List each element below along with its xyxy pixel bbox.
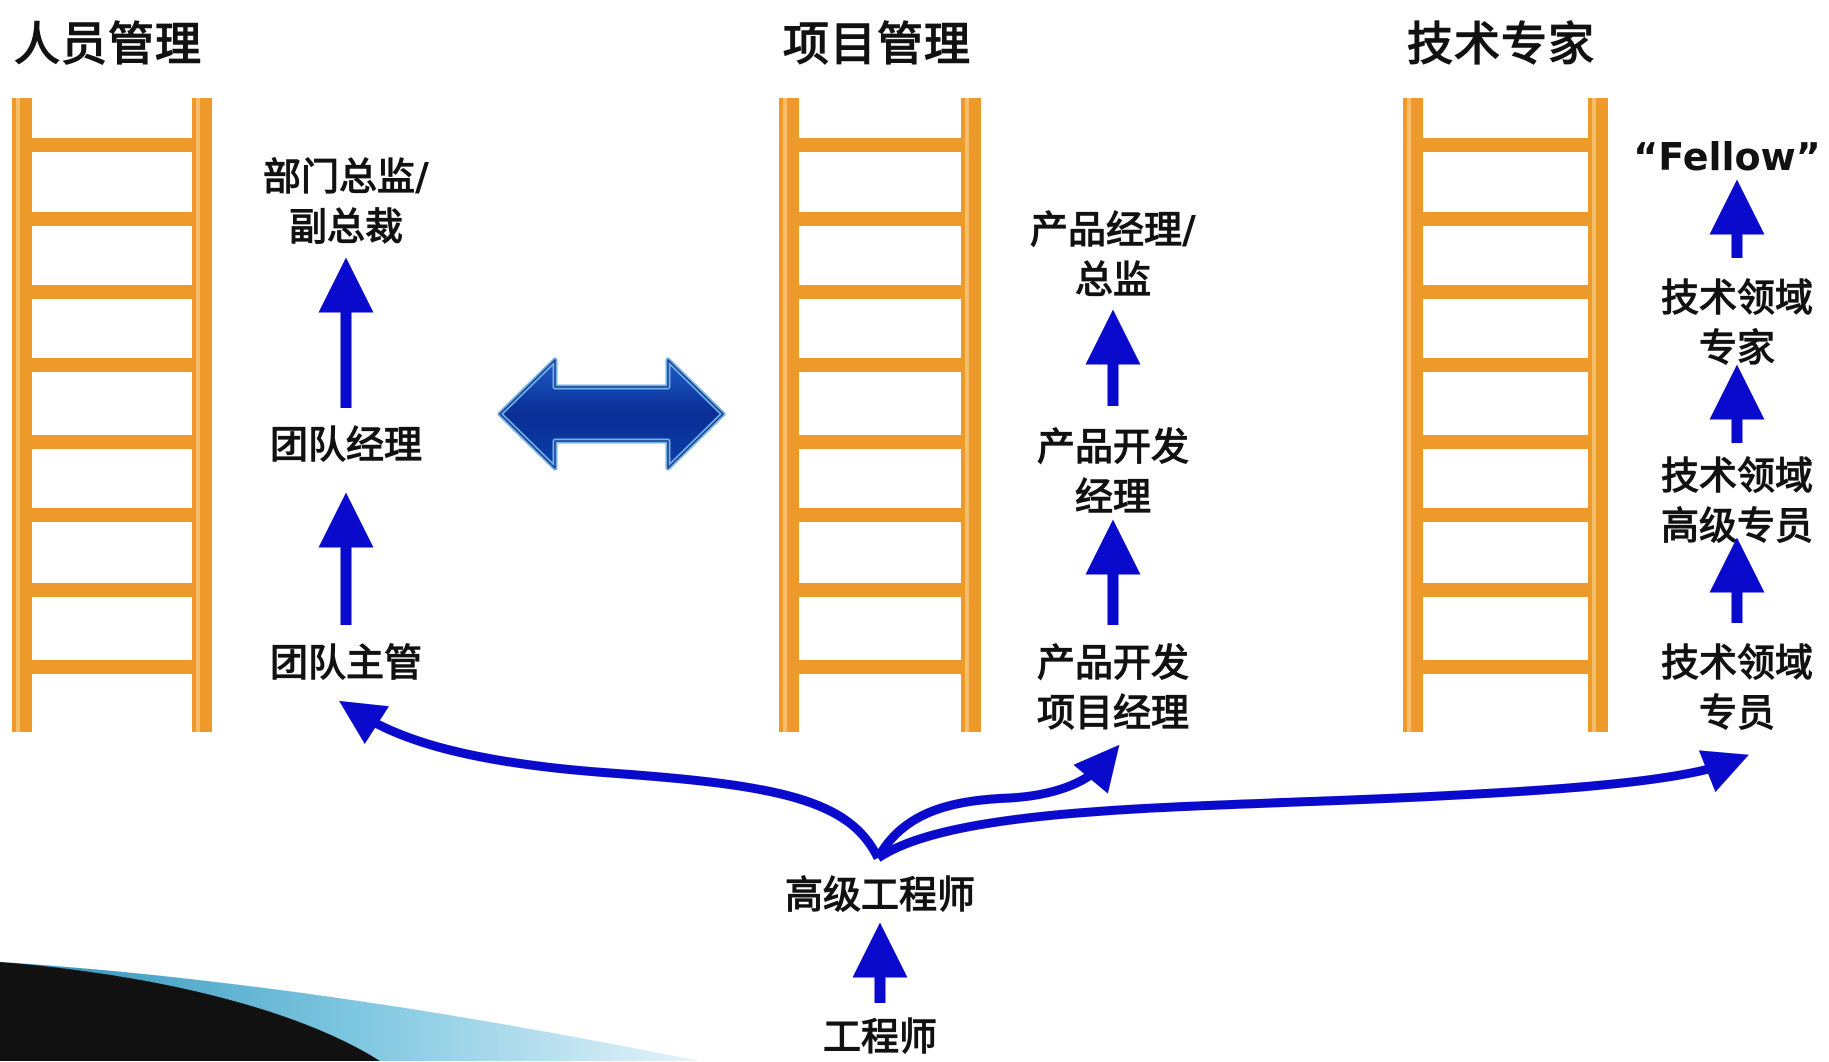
- ladder-rail-highlight: [965, 98, 969, 732]
- label-department-director: 部门总监/ 副总裁: [263, 155, 429, 249]
- title-project-management: 项目管理: [783, 17, 971, 71]
- label-product-manager-director: 产品经理/ 总监: [1030, 208, 1196, 302]
- ladder-rung: [1421, 583, 1590, 597]
- ladder-rung: [1421, 435, 1590, 449]
- ladder-rung: [1421, 358, 1590, 372]
- label-tech-specialist: 技术领域 专员: [1660, 641, 1813, 735]
- ladder-rung: [797, 358, 963, 372]
- ladder-rung: [30, 212, 194, 226]
- title-technical-expert: 技术专家: [1407, 17, 1595, 71]
- ladder-rail-highlight: [1407, 98, 1411, 732]
- ladder-rung: [30, 138, 194, 152]
- branch-arrow-to-project: [874, 744, 1120, 861]
- ladder-project: [779, 98, 981, 732]
- ladder-rung: [1421, 138, 1590, 152]
- ladder-rung: [1421, 508, 1590, 522]
- branch-arrow-to-people: [339, 700, 883, 860]
- ladder-rung: [797, 508, 963, 522]
- branch-arrow-to-tech: [875, 750, 1749, 862]
- label-senior-engineer: 高级工程师: [784, 873, 975, 917]
- ladder-rail-highlight: [16, 98, 20, 732]
- ladder-rung: [1421, 212, 1590, 226]
- ladder-rung: [797, 660, 963, 674]
- label-team-manager: 团队经理: [269, 423, 422, 467]
- ladder-rung: [1421, 285, 1590, 299]
- ladder-rung: [30, 660, 194, 674]
- double-arrow-icon: [497, 357, 726, 471]
- label-product-dev-project-manager: 产品开发 项目经理: [1036, 641, 1189, 735]
- ladder-rung: [797, 212, 963, 226]
- ladder-rung: [30, 358, 194, 372]
- ladder-tech: [1403, 98, 1608, 732]
- label-engineer: 工程师: [822, 1015, 937, 1059]
- ladder-rung: [797, 583, 963, 597]
- ladder-rail-highlight: [783, 98, 787, 732]
- ladder-rung: [797, 285, 963, 299]
- ladder-people: [12, 98, 212, 732]
- label-team-supervisor: 团队主管: [269, 641, 422, 685]
- label-tech-expert: 技术领域 专家: [1660, 276, 1813, 370]
- label-product-dev-manager: 产品开发 经理: [1036, 425, 1189, 519]
- ladder-rail-highlight: [1592, 98, 1596, 732]
- ladder-rung: [797, 435, 963, 449]
- ladder-rung: [30, 285, 194, 299]
- label-fellow: “Fellow”: [1633, 135, 1821, 179]
- ladder-rail-highlight: [196, 98, 200, 732]
- ladder-rung: [30, 583, 194, 597]
- ladder-rung: [30, 508, 194, 522]
- ladder-rung: [30, 435, 194, 449]
- ladder-rung: [797, 138, 963, 152]
- title-people-management: 人员管理: [14, 17, 202, 71]
- ladder-rung: [1421, 660, 1590, 674]
